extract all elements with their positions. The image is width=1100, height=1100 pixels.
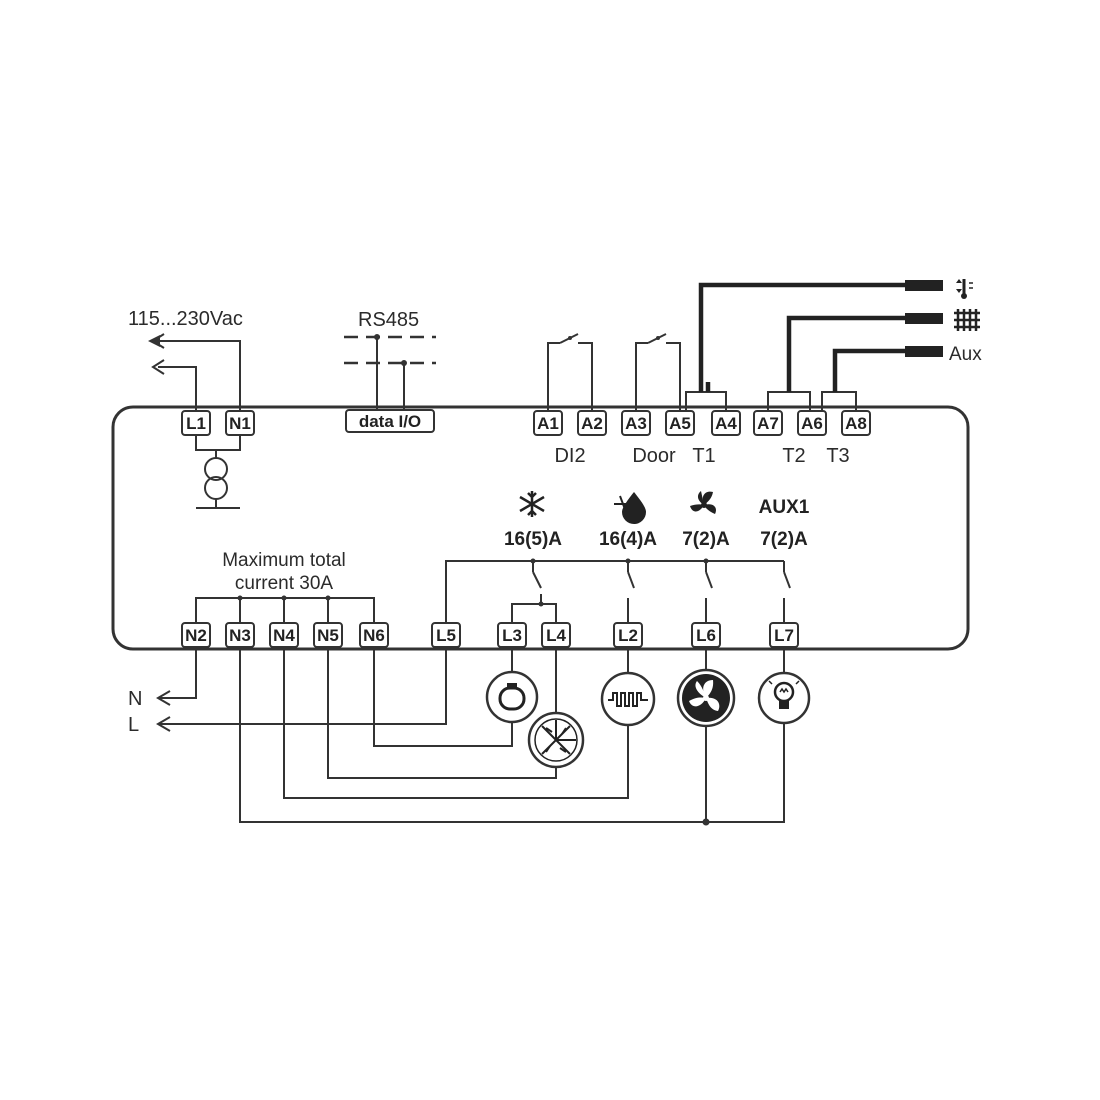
svg-text:N6: N6	[363, 626, 385, 645]
door-contact	[635, 333, 681, 412]
svg-text:A5: A5	[669, 414, 691, 433]
terminal-a5: A5	[665, 410, 695, 436]
svg-text:N3: N3	[229, 626, 251, 645]
terminal-l6: L6	[691, 622, 721, 648]
svg-text:L5: L5	[436, 626, 456, 645]
heater-icon	[600, 671, 656, 727]
probe-t3-cable	[821, 346, 943, 412]
line-label: L	[128, 714, 139, 736]
terminal-l5: L5	[431, 622, 461, 648]
defrost-icon	[614, 492, 646, 524]
terminal-a3: A3	[621, 410, 651, 436]
probe-t1-cable	[685, 280, 943, 412]
transformer-icon	[195, 432, 241, 509]
svg-text:L1: L1	[186, 414, 206, 433]
t3-label: T3	[826, 445, 849, 467]
svg-text:N1: N1	[229, 414, 251, 433]
terminal-n6: N6	[359, 622, 389, 648]
controller-housing	[111, 405, 970, 651]
svg-text:A1: A1	[537, 414, 559, 433]
svg-text:A3: A3	[625, 414, 647, 433]
svg-text:L2: L2	[618, 626, 638, 645]
rs485-label: RS485	[358, 309, 419, 331]
data-io-terminal: data I/O	[345, 409, 435, 433]
max-current-line2: current 30A	[235, 573, 334, 594]
rs485-bus	[344, 334, 436, 410]
di2-contact	[547, 333, 593, 412]
terminal-n3: N3	[225, 622, 255, 648]
relay-rating-compressor: 16(5)A	[504, 529, 562, 550]
internal-relay-wiring	[195, 558, 791, 624]
evaporator-coil-icon	[954, 309, 980, 331]
terminal-l2: L2	[613, 622, 643, 648]
terminal-a4: A4	[711, 410, 741, 436]
di2-label: DI2	[554, 445, 585, 467]
compressor-icon	[485, 670, 539, 724]
svg-text:L7: L7	[774, 626, 794, 645]
relay-rating-defrost: 16(4)A	[599, 529, 657, 550]
aux1-label: AUX1	[759, 497, 810, 518]
terminal-a1: A1	[533, 410, 563, 436]
svg-text:data I/O: data I/O	[359, 412, 421, 431]
relay-rating-fan: 7(2)A	[682, 529, 730, 550]
terminal-a8: A8	[841, 410, 871, 436]
relay-rating-aux1: 7(2)A	[760, 529, 808, 550]
terminal-l3: L3	[497, 622, 527, 648]
max-current-line1: Maximum total	[222, 550, 346, 571]
terminal-n4: N4	[269, 622, 299, 648]
svg-text:L3: L3	[502, 626, 522, 645]
svg-text:L4: L4	[546, 626, 566, 645]
terminal-n5: N5	[313, 622, 343, 648]
svg-text:N4: N4	[273, 626, 295, 645]
terminal-l7: L7	[769, 622, 799, 648]
fan-icon	[690, 491, 716, 514]
svg-text:N2: N2	[185, 626, 207, 645]
svg-text:A4: A4	[715, 414, 737, 433]
svg-text:A7: A7	[757, 414, 779, 433]
terminal-a6: A6	[797, 410, 827, 436]
terminal-a2: A2	[577, 410, 607, 436]
terminal-l4: L4	[541, 622, 571, 648]
neutral-label: N	[128, 688, 142, 710]
evaporator-fan-icon	[527, 711, 585, 769]
svg-text:N5: N5	[317, 626, 339, 645]
svg-text:A6: A6	[801, 414, 823, 433]
t1-label: T1	[692, 445, 715, 467]
svg-text:A2: A2	[581, 414, 603, 433]
external-wiring	[156, 648, 785, 826]
terminal-l1: L1	[181, 410, 211, 436]
thermometer-icon	[956, 279, 973, 299]
svg-text:A8: A8	[845, 414, 867, 433]
bottom-terminal-strip: N2 N3 N4 N5 N6 L5 L3 L4 L2 L6 L7	[181, 622, 799, 648]
condenser-fan-icon	[676, 668, 736, 728]
t2-label: T2	[782, 445, 805, 467]
top-terminal-strip: L1 N1 A1 A2 A3 A5 A4 A7 A6 A8	[181, 410, 871, 436]
supply-label: 115...230Vac	[128, 308, 243, 330]
light-bulb-icon	[757, 671, 811, 725]
door-label: Door	[632, 445, 676, 467]
terminal-n1: N1	[225, 410, 255, 436]
probe-t2-cable	[767, 313, 943, 412]
aux-probe-label: Aux	[949, 344, 982, 365]
svg-text:L6: L6	[696, 626, 716, 645]
terminal-n2: N2	[181, 622, 211, 648]
terminal-a7: A7	[753, 410, 783, 436]
snowflake-icon	[519, 491, 545, 517]
